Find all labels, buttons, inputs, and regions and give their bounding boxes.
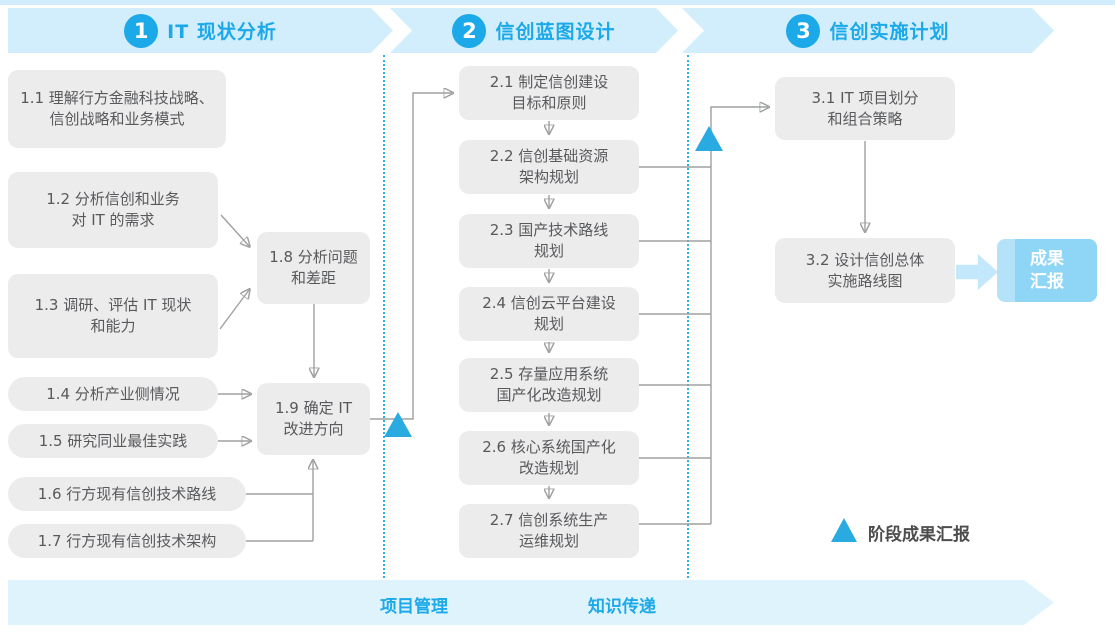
phase-title-1: IT 现状分析 (167, 21, 277, 43)
task-box-2-6: 2.6 核心系统国产化 改造规划 (459, 431, 639, 485)
task-box-3-1: 3.1 IT 项目划分 和组合策略 (775, 77, 955, 140)
task-box-1-2: 1.2 分析信创和业务 对 IT 的需求 (8, 172, 218, 248)
phase-number-badge-3: 3 (786, 14, 820, 48)
phase-number-badge-2: 2 (452, 14, 486, 48)
task-box-1-6: 1.6 行方现有信创技术路线 (8, 477, 246, 511)
phase-title-2: 信创蓝图设计 (495, 21, 616, 43)
task-box-1-8: 1.8 分析问题 和差距 (257, 232, 370, 304)
task-box-2-1: 2.1 制定信创建设 目标和原则 (459, 66, 639, 120)
bottom-bar-label-knowledge-transfer: 知识传递 (588, 597, 656, 617)
legend-label: 阶段成果汇报 (868, 525, 970, 545)
result-box: 成果 汇报 (997, 239, 1097, 302)
phase-band-2: 2 信创蓝图设计 (390, 8, 678, 53)
task-box-2-7: 2.7 信创系统生产 运维规划 (459, 504, 639, 558)
task-box-1-5: 1.5 研究同业最佳实践 (8, 424, 218, 458)
top-decor-strip (0, 0, 1115, 5)
task-box-3-2: 3.2 设计信创总体 实施路线图 (775, 238, 955, 303)
task-box-1-7: 1.7 行方现有信创技术架构 (8, 524, 246, 558)
task-box-1-9: 1.9 确定 IT 改进方向 (257, 383, 370, 455)
task-box-2-3: 2.3 国产技术路线 规划 (459, 214, 639, 268)
phase-divider-dotted-1 (383, 55, 385, 578)
task-box-1-3: 1.3 调研、评估 IT 现状 和能力 (8, 274, 218, 358)
bottom-bar-label-project-management: 项目管理 (380, 597, 448, 617)
connector-1-3-to-1-8 (219, 290, 249, 330)
task-box-1-4: 1.4 分析产业侧情况 (8, 377, 218, 411)
connector-1-9-to-2-1 (370, 93, 452, 420)
phase-band-1: 1 IT 现状分析 (8, 8, 393, 53)
task-box-2-2: 2.2 信创基础资源 架构规划 (459, 140, 639, 194)
task-box-2-4: 2.4 信创云平台建设 规划 (459, 287, 639, 341)
phase-divider-dotted-2 (687, 55, 689, 578)
connector-1-2-to-1-8 (220, 214, 249, 246)
phase-number-badge-1: 1 (124, 14, 158, 48)
connector-rail-to-3-1 (710, 107, 768, 524)
bottom-bar (8, 580, 1054, 625)
phase-title-3: 信创实施计划 (829, 21, 950, 43)
task-box-1-1: 1.1 理解行方金融科技战略、 信创战略和业务模式 (8, 70, 226, 148)
phase-band-3: 3 信创实施计划 (682, 8, 1054, 53)
task-box-2-5: 2.5 存量应用系统 国产化改造规划 (459, 358, 639, 412)
